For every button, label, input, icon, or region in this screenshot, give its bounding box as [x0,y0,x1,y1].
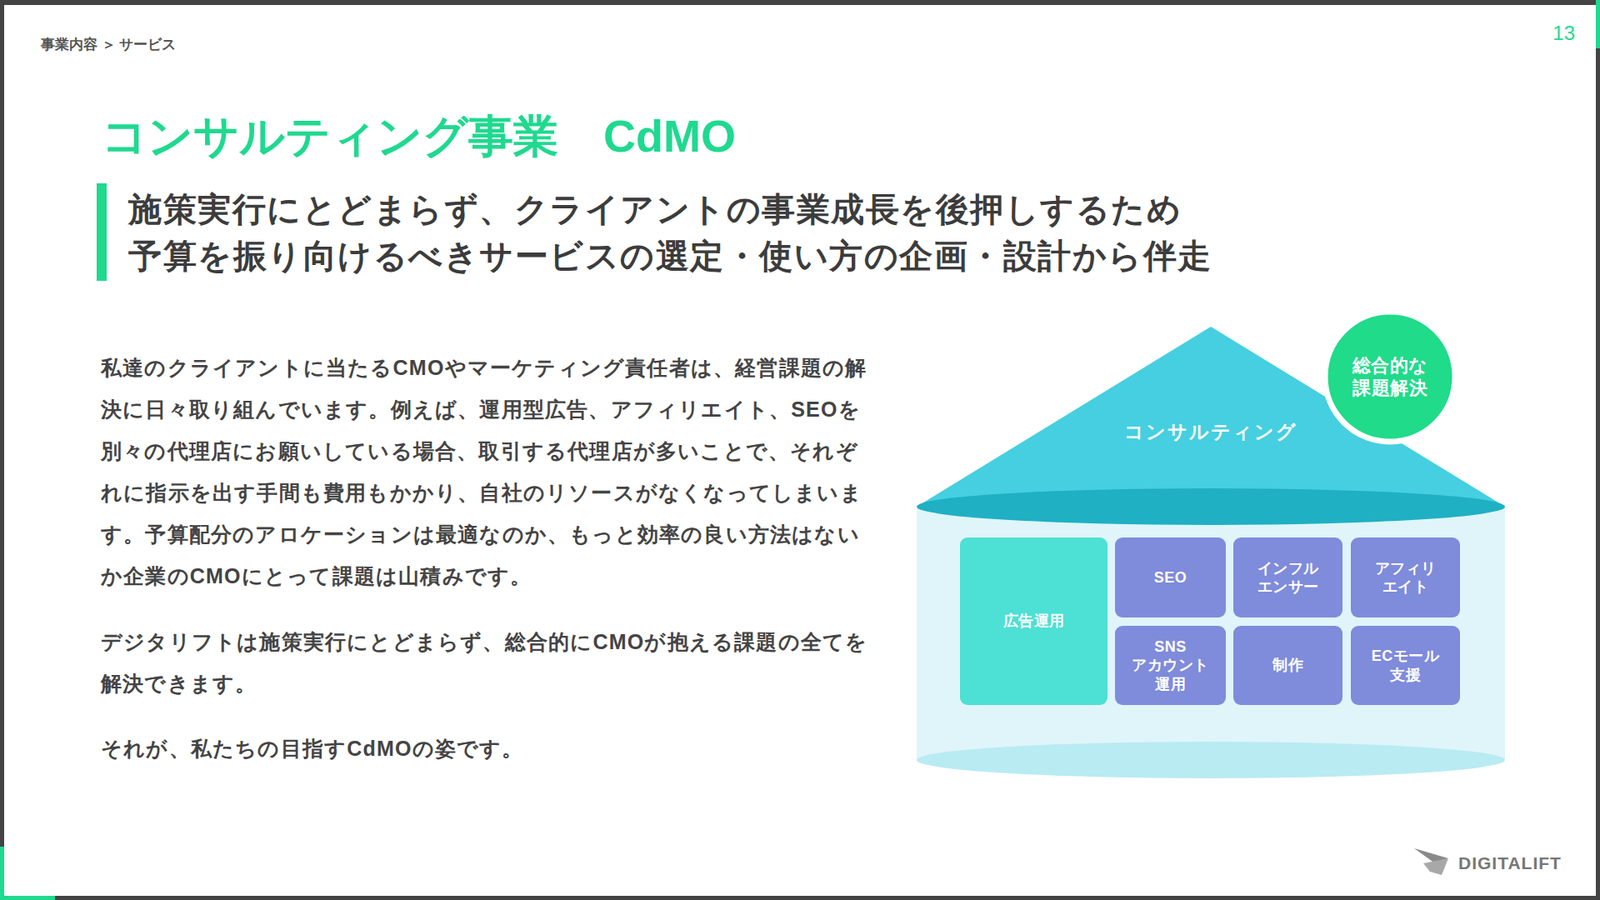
solution-circle-shape [1321,308,1459,445]
cylinder-base [916,741,1505,779]
service-box: ECモール 支援 [1350,625,1460,705]
body-paragraph: デジタリフトは施策実行にとどまらず、総合的にCMOが抱える課題の全てを解決できま… [100,620,872,705]
solution-circle: 総合的な 課題解決 [1321,308,1459,445]
node-text: 総合的な 課題解決 [1348,354,1432,400]
node-text: アフィリ エイト [1364,559,1448,597]
subtitle: 施策実行にとどまらず、クライアントの事業成長を後押しするため [128,186,1182,232]
frame-accent [0,846,5,900]
frame-right [1595,0,1600,900]
cylinder-body [916,506,1505,760]
frame-accent [1595,0,1600,49]
node-text: ECモール 支援 [1364,646,1448,685]
node-text: コンサルティング [1124,420,1298,445]
node-text: インフル エンサー [1246,559,1330,597]
frame-bottom [0,895,1600,900]
page-title: コンサルティング事業 CdMO [101,108,736,164]
service-box: アフィリ エイト [1350,537,1460,618]
service-box: 広告運用 [960,537,1108,705]
service-box: インフル エンサー [1233,537,1343,618]
node-text: SNS アカウント 運用 [1129,637,1213,695]
body-paragraph: 私達のクライアントに当たるCMOやマーケティング責任者は、経営課題の解決に日々取… [100,346,872,597]
accent-bar [96,183,107,281]
breadcrumb: 事業内容 ＞ サービス [40,35,176,55]
page-number: 13 [1552,20,1575,47]
body-paragraph: それが、私たちの目指すCdMOの姿です。 [100,727,872,770]
node-text: 広告運用 [1003,611,1065,631]
frame-top [0,0,1600,5]
frame-left [0,0,5,900]
node-text: SEO [1154,568,1188,588]
node-text: 制作 [1272,655,1304,675]
subtitle: 予算を振り向けるべきサービスの選定・使い方の企画・設計から伴走 [128,233,1213,279]
logo-text: DIGITALIFT [1458,851,1562,875]
service-box: SEO [1115,537,1226,618]
service-box: 制作 [1233,625,1343,705]
service-box: SNS アカウント 運用 [1115,625,1226,705]
logo-icon [1414,848,1449,875]
frame-accent [0,895,55,900]
